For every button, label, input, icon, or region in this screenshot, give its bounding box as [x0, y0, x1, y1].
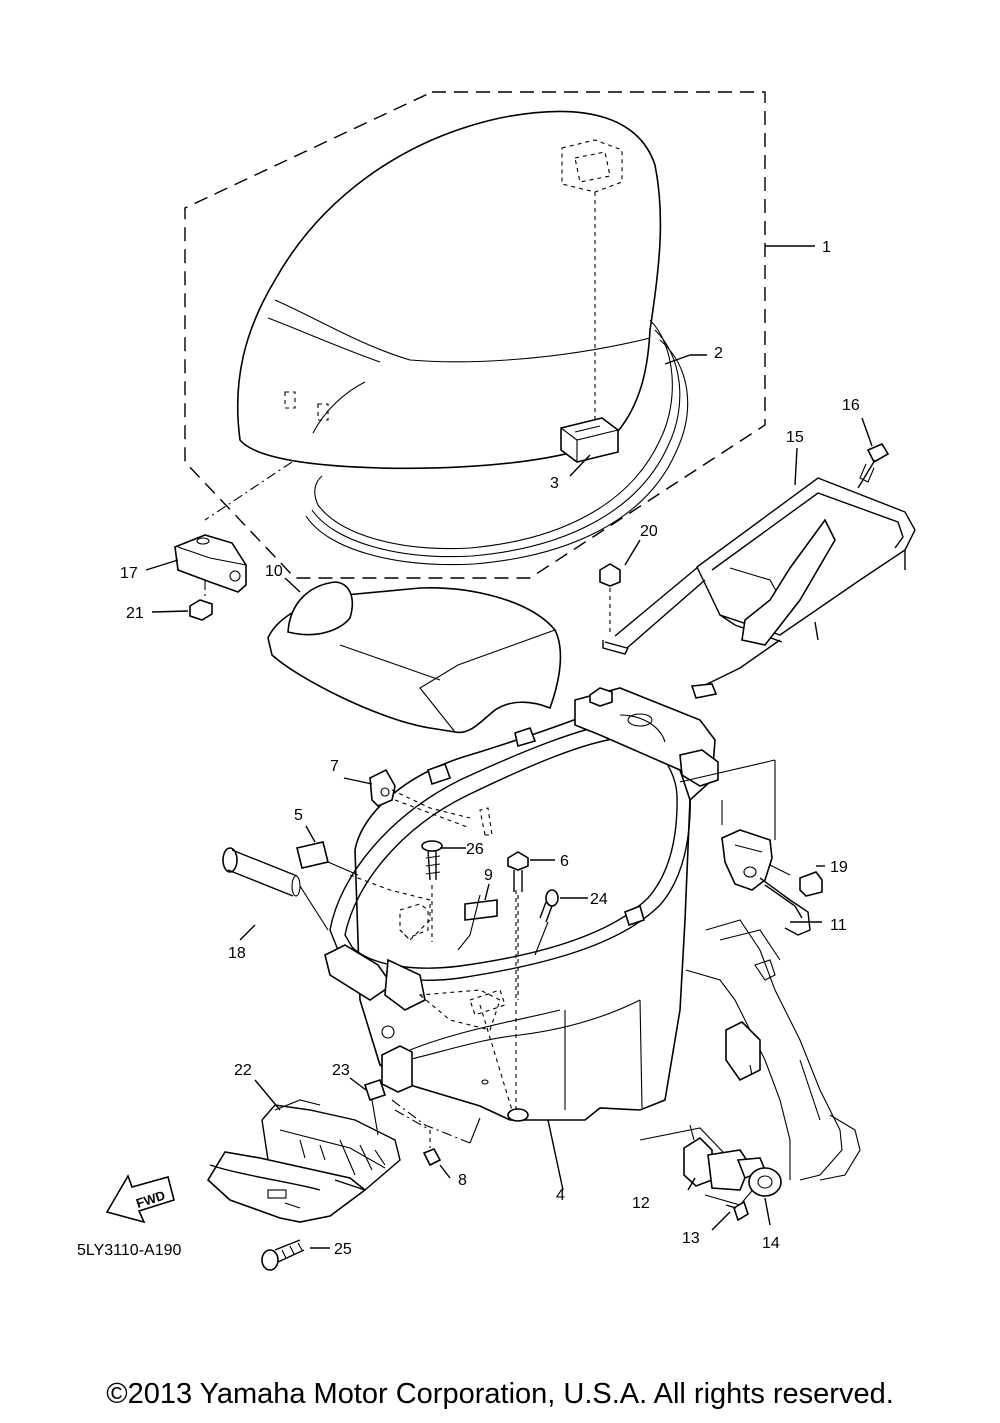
- frame-section: [685, 919, 861, 1181]
- rubber-pad: [560, 417, 619, 463]
- screw-25: [261, 1239, 305, 1271]
- callout-9: 9: [484, 867, 493, 884]
- callout-12: 12: [632, 1195, 650, 1212]
- callout-11: 11: [830, 917, 847, 934]
- screw-13: [725, 1200, 749, 1222]
- seat-base-trim: [305, 319, 689, 566]
- callout-10: 10: [265, 563, 283, 580]
- clip-23: [363, 1078, 481, 1144]
- callout-17: 17: [120, 565, 138, 582]
- callout-22: 22: [234, 1062, 252, 1079]
- front-storage-lid: [206, 1099, 401, 1223]
- seat-storage-mat: [267, 581, 562, 734]
- lock-bolt: [769, 864, 823, 897]
- callout-4: 4: [556, 1187, 565, 1204]
- callout-16: 16: [842, 397, 860, 414]
- diagram-code: 5LY3110-A190: [77, 1242, 181, 1259]
- callout-numbers: 1 2 3 4 5 6 7 8 9 10 11 12 13 14 15 16 1…: [120, 239, 860, 1258]
- callout-15: 15: [786, 429, 804, 446]
- callout-25: 25: [334, 1241, 352, 1258]
- rear-carrier: [602, 477, 916, 699]
- flange-bolt-6: [507, 851, 529, 1000]
- storage-box: [324, 687, 719, 1122]
- callout-13: 13: [682, 1230, 700, 1247]
- callout-21: 21: [126, 605, 144, 622]
- callout-8: 8: [458, 1172, 467, 1189]
- callout-24: 24: [590, 891, 608, 908]
- screw-24: [534, 889, 559, 956]
- seat-lock-bracket: [679, 759, 811, 936]
- callout-5: 5: [294, 807, 303, 824]
- long-pivot-bolt: [222, 847, 329, 931]
- flange-nut: [189, 599, 213, 621]
- callout-7: 7: [330, 758, 339, 775]
- callout-3: 3: [550, 475, 559, 492]
- tapping-screw-26: [421, 840, 443, 942]
- clip-nut-8: [422, 1130, 442, 1167]
- carrier-nut: [599, 563, 621, 632]
- seat-assembly-boundary: [184, 91, 766, 579]
- callout-19: 19: [830, 859, 848, 876]
- callout-23: 23: [332, 1062, 350, 1079]
- callout-14: 14: [762, 1235, 780, 1252]
- callout-2: 2: [714, 345, 723, 362]
- key-cylinder: [639, 1124, 767, 1206]
- seat-cushion: [236, 110, 662, 470]
- forward-direction-arrow: FWD: [105, 1174, 175, 1224]
- lock-cap: [748, 1167, 782, 1197]
- callout-18: 18: [228, 945, 246, 962]
- callout-6: 6: [560, 853, 569, 870]
- caution-label: [296, 841, 359, 876]
- carrier-bolt: [857, 442, 890, 489]
- leader-lines: [145, 245, 873, 1249]
- copyright-notice: ©2013 Yamaha Motor Corporation, U.S.A. A…: [106, 1378, 894, 1410]
- storage-label: [457, 894, 498, 951]
- clip-nut-upper: [369, 768, 471, 829]
- callout-26: 26: [466, 841, 484, 858]
- callout-20: 20: [640, 523, 658, 540]
- hinge-bracket: [174, 461, 293, 600]
- callout-1: 1: [822, 239, 831, 256]
